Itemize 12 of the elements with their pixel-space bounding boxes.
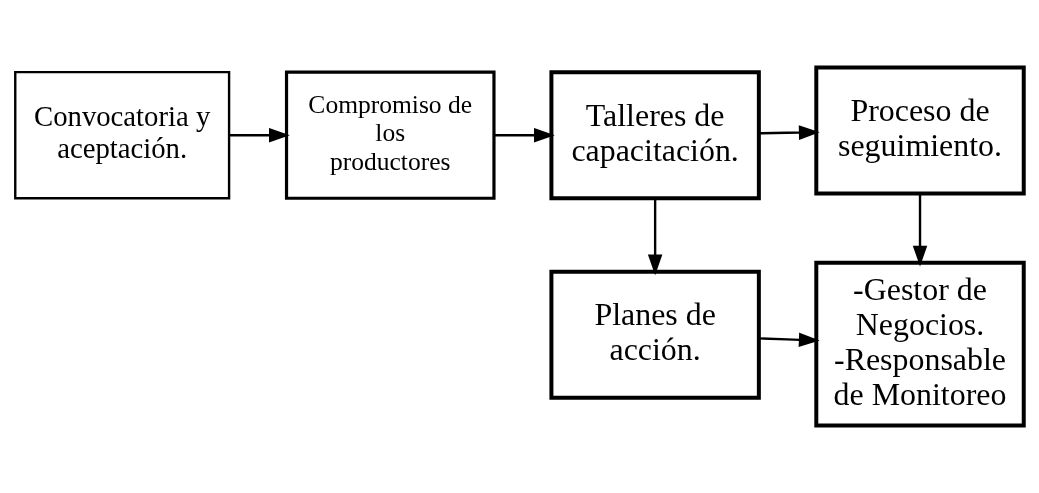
arrow — [494, 127, 555, 143]
arrow — [229, 127, 290, 143]
node-box: Planes de acción. — [549, 269, 761, 400]
node-box: Convocatoria y aceptación. — [14, 70, 231, 200]
node-box: Talleres de capacitación. — [549, 70, 761, 201]
arrow — [912, 193, 928, 267]
node-box: Compromiso de los productores — [284, 70, 496, 200]
arrow — [647, 198, 663, 276]
node-box: Proceso de seguimiento. — [814, 65, 1026, 196]
node-box: -Gestor de Negocios. -Responsable de Monitoreo — [814, 260, 1026, 428]
arrow — [759, 332, 820, 348]
arrow — [759, 125, 820, 140]
